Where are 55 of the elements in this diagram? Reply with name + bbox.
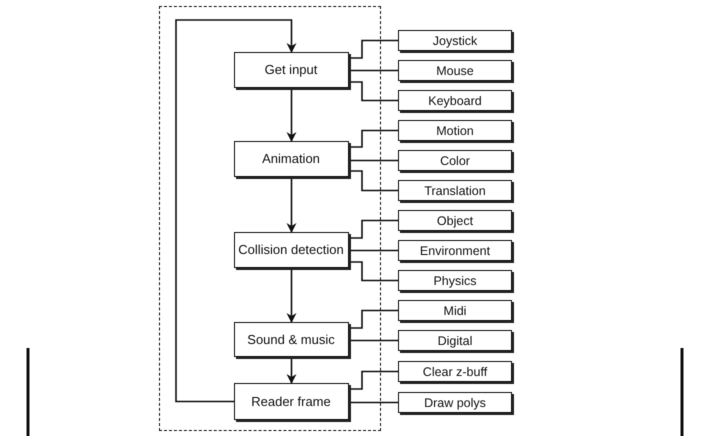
item-box bbox=[398, 180, 512, 201]
box-label: Mouse bbox=[436, 64, 474, 78]
box-label: Collision detection bbox=[238, 242, 344, 257]
item-box bbox=[398, 210, 512, 231]
dashed-group-frame bbox=[159, 6, 381, 431]
box-label: Get input bbox=[264, 62, 318, 77]
connector-line bbox=[349, 370, 398, 390]
box-label: Environment bbox=[420, 244, 490, 258]
process-box bbox=[234, 382, 348, 420]
box-label: Joystick bbox=[432, 34, 478, 48]
item-box bbox=[398, 361, 512, 382]
process-box bbox=[234, 322, 348, 356]
box-label: Color bbox=[440, 154, 470, 168]
box-label: Translation bbox=[424, 184, 486, 198]
item-box bbox=[398, 30, 512, 51]
item-box bbox=[398, 120, 512, 141]
box-label: Reader frame bbox=[251, 394, 331, 408]
process-box bbox=[234, 232, 348, 268]
box-label: Object bbox=[436, 214, 474, 228]
item-box bbox=[398, 150, 512, 171]
item-box bbox=[398, 60, 512, 81]
connector-line bbox=[349, 220, 398, 239]
item-box bbox=[398, 392, 512, 413]
box-label: Keyboard bbox=[428, 94, 482, 108]
connector-line bbox=[349, 261, 398, 282]
arrow bbox=[286, 268, 296, 323]
box-label: Draw polys bbox=[424, 396, 486, 410]
item-box bbox=[398, 90, 512, 111]
item-box bbox=[398, 330, 512, 351]
item-box bbox=[398, 300, 512, 321]
connector-line bbox=[349, 402, 398, 404]
connector-line bbox=[349, 170, 398, 192]
process-box bbox=[234, 140, 348, 176]
item-box bbox=[398, 240, 512, 261]
process-box bbox=[234, 52, 348, 88]
box-label: Sound & music bbox=[247, 332, 335, 346]
connector-line bbox=[349, 310, 398, 329]
box-label: Physics bbox=[433, 274, 477, 288]
box-label: Clear z-buff bbox=[422, 364, 488, 378]
arrow bbox=[175, 19, 296, 402]
connector-line bbox=[349, 340, 398, 342]
connector-line bbox=[349, 250, 398, 252]
connector-line bbox=[349, 130, 398, 148]
box-label: Midi bbox=[444, 304, 466, 318]
box-label: Animation bbox=[262, 151, 320, 166]
connector-line bbox=[349, 70, 398, 72]
connector-line bbox=[349, 81, 398, 102]
item-box bbox=[398, 270, 512, 291]
connector-line bbox=[349, 160, 398, 162]
box-label: Motion bbox=[436, 124, 474, 138]
connector-line bbox=[349, 40, 398, 59]
box-label: Digital bbox=[438, 334, 472, 348]
arrow bbox=[286, 177, 296, 233]
arrow bbox=[286, 88, 296, 142]
arrow bbox=[286, 357, 296, 384]
